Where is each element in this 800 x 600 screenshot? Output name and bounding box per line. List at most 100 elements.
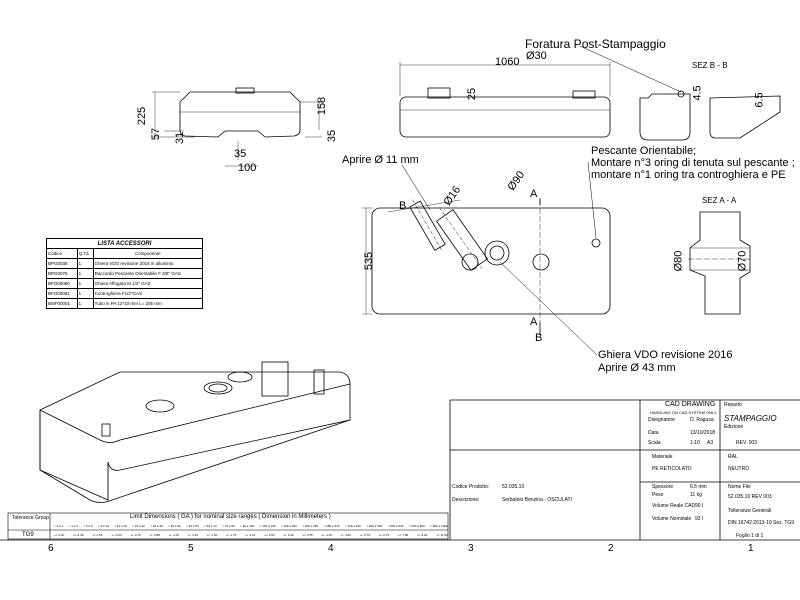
descrizione-value: Serbatoio Benzina - OSCULATI: [502, 497, 572, 503]
range-cell: > 400 ≤ 500: [366, 524, 383, 528]
accessori-table: LISTA ACCESSORI Codice Q.Tà Componente B…: [46, 238, 204, 316]
accessori-codice: BPG0038: [46, 258, 78, 269]
tolleranze-value: DIN 16742:2013-10 Sez. TG9: [728, 520, 795, 526]
value-cell: +/- 4.90: [340, 533, 351, 537]
ghiera-note-1: Ghiera VDO revisione 2016: [598, 349, 733, 361]
value-cell: +/- 6.75: [378, 533, 390, 537]
accessori-componente: Tubo in PA 12*10 mm L= 205 mm: [92, 298, 204, 309]
title-block-frame: [449, 399, 800, 540]
data-label: Data: [648, 430, 659, 436]
tolerance-ranges: > 0 ≤ 1 > 1 ≤ 3 > 3 ≤ 6 > 6 ≤ 10 > 10 ≤ …: [54, 523, 448, 529]
plan-view: [362, 198, 611, 335]
accessori-header-codice: Codice: [46, 248, 78, 259]
accessori-componente: Raccordo Pescante Orientabile F 3/8" GAS: [92, 268, 204, 279]
dim-535: 535: [363, 251, 376, 271]
value-cell: +/- 0.56: [92, 533, 103, 537]
value-cell: +/- 1.50: [206, 533, 218, 537]
aprire-note: Aprire Ø 11 mm: [342, 154, 419, 166]
zone-4: 4: [328, 543, 334, 554]
value-cell: +/- 4.15: [321, 533, 332, 537]
accessori-qta: 1: [76, 288, 94, 299]
range-cell: > 0 ≤ 1: [54, 524, 64, 528]
dim-35-bottom: 35: [234, 148, 247, 160]
tolerance-title: Limit Dimensions ( GA ) for nominal size…: [130, 514, 331, 520]
vol-nom-label: Volume Nominale: [652, 516, 692, 522]
value-cell: +/- 0.40: [54, 533, 65, 537]
zone-3: 3: [468, 543, 474, 554]
range-cell: > 30 ≤ 40: [168, 524, 181, 528]
format-value: A3: [707, 440, 714, 446]
tolerance-row-label: TG9: [22, 532, 34, 538]
tolleranze-label: Tolleranze Generali: [728, 508, 772, 514]
section-bb: [639, 90, 781, 141]
dim-57: 57: [150, 127, 163, 141]
tolerance-group-label: Tolerance Group: [12, 515, 49, 521]
peso-value: 11 kg: [690, 492, 702, 498]
foglio-value: Foglio 1 di 1: [736, 533, 764, 539]
spessore-value: 6.5 mm: [690, 484, 707, 490]
range-cell: > 160 ≤ 200: [280, 524, 297, 528]
range-cell: > 53 ≤ 70: [204, 524, 217, 528]
accessori-codice: BFO00081: [46, 288, 78, 299]
dim-100: 100: [238, 162, 257, 174]
front-view: [399, 62, 611, 138]
value-cell: +/- 5.75: [359, 533, 371, 537]
leader-lines: [401, 45, 682, 356]
range-cell: > 1 ≤ 3: [68, 524, 78, 528]
range-cell: > 15 ≤ 22: [132, 524, 145, 528]
section-mark-b-top: B: [399, 200, 407, 212]
accessori-componente: Ghiera VDO revisione 2016 in alluminio: [92, 258, 204, 269]
value-cell: +/- 0.64: [111, 533, 122, 537]
edizione-label: Edizione: [724, 424, 744, 430]
ral-value: NEUTRO: [728, 466, 750, 472]
range-cell: > 70 ≤ 90: [222, 524, 235, 528]
isometric-view: [39, 361, 351, 503]
value-cell: +/- 3.55: [302, 533, 313, 537]
accessori-header-qta: Q.Tà: [76, 248, 94, 259]
range-cell: > 90 ≤ 120: [240, 524, 255, 528]
accessori-header-componente: Componente: [92, 248, 204, 259]
accessori-title: LISTA ACCESSORI: [46, 238, 203, 249]
pescante-note-1: Pescante Orientabile;: [591, 145, 697, 157]
range-cell: > 800 ≤ 1000: [430, 524, 448, 528]
cad-drawing-sub: HANDLING ON CAD SYSTEM ONLY: [650, 410, 717, 415]
dim-6-5: 6.5: [753, 92, 766, 108]
accessori-qta: 1: [76, 278, 94, 289]
sez-aa-label: SEZ A - A: [702, 196, 737, 205]
dim-25: 25: [466, 87, 479, 101]
dim-1060: 1060: [495, 56, 520, 68]
dim-35-right: 35: [326, 129, 339, 143]
codice-value: 52.035.10: [502, 484, 525, 490]
dim-d30: Ø30: [526, 50, 547, 62]
side-view: [152, 87, 322, 167]
value-cell: +/- 2.50: [264, 533, 275, 537]
peso-label: Peso: [652, 492, 664, 498]
value-cell: +/- 7.80: [397, 533, 409, 537]
vol-cad-label: Volume Reale CAD: [652, 503, 696, 509]
dim-225: 225: [136, 106, 149, 126]
value-cell: +/- 0.48: [73, 533, 84, 537]
range-cell: > 315 ≤ 400: [344, 524, 361, 528]
tolerance-values: +/- 0.40 +/- 0.48 +/- 0.56 +/- 0.64 +/- …: [54, 532, 448, 538]
cad-drawing-title: CAD DRAWING: [665, 401, 716, 408]
value-cell: +/- 1.75: [225, 533, 237, 537]
range-cell: > 10 ≤ 15: [114, 524, 127, 528]
range-cell: > 120 ≤ 160: [259, 524, 276, 528]
accessori-codice: BFO00080: [46, 278, 78, 289]
spessore-label: Spessore: [652, 484, 674, 490]
accessori-qta: 1: [76, 258, 94, 269]
accessori-componente: Ghiera Affogata M 1/2" GAS: [92, 278, 204, 289]
value-cell: +/- 0.88: [149, 533, 160, 537]
section-mark-b-bottom: B: [535, 332, 543, 344]
nome-file-value: 52.035.10 REV 003: [728, 494, 772, 500]
ral-label: RAL: [728, 454, 738, 460]
value-cell: +/- 0.76: [130, 533, 141, 537]
range-cell: > 3 ≤ 6: [83, 524, 93, 528]
value-cell: +/- 11.50: [436, 533, 448, 537]
data-value: 13/10/2018: [690, 430, 716, 436]
pescante-note-2: Montare n°3 oring di tenuta sul pescante…: [591, 157, 795, 169]
value-cell: +/- 2.10: [245, 533, 256, 537]
scala-value: 1:10: [690, 440, 700, 446]
ghiera-note-2: Aprire Ø 43 mm: [598, 362, 676, 374]
